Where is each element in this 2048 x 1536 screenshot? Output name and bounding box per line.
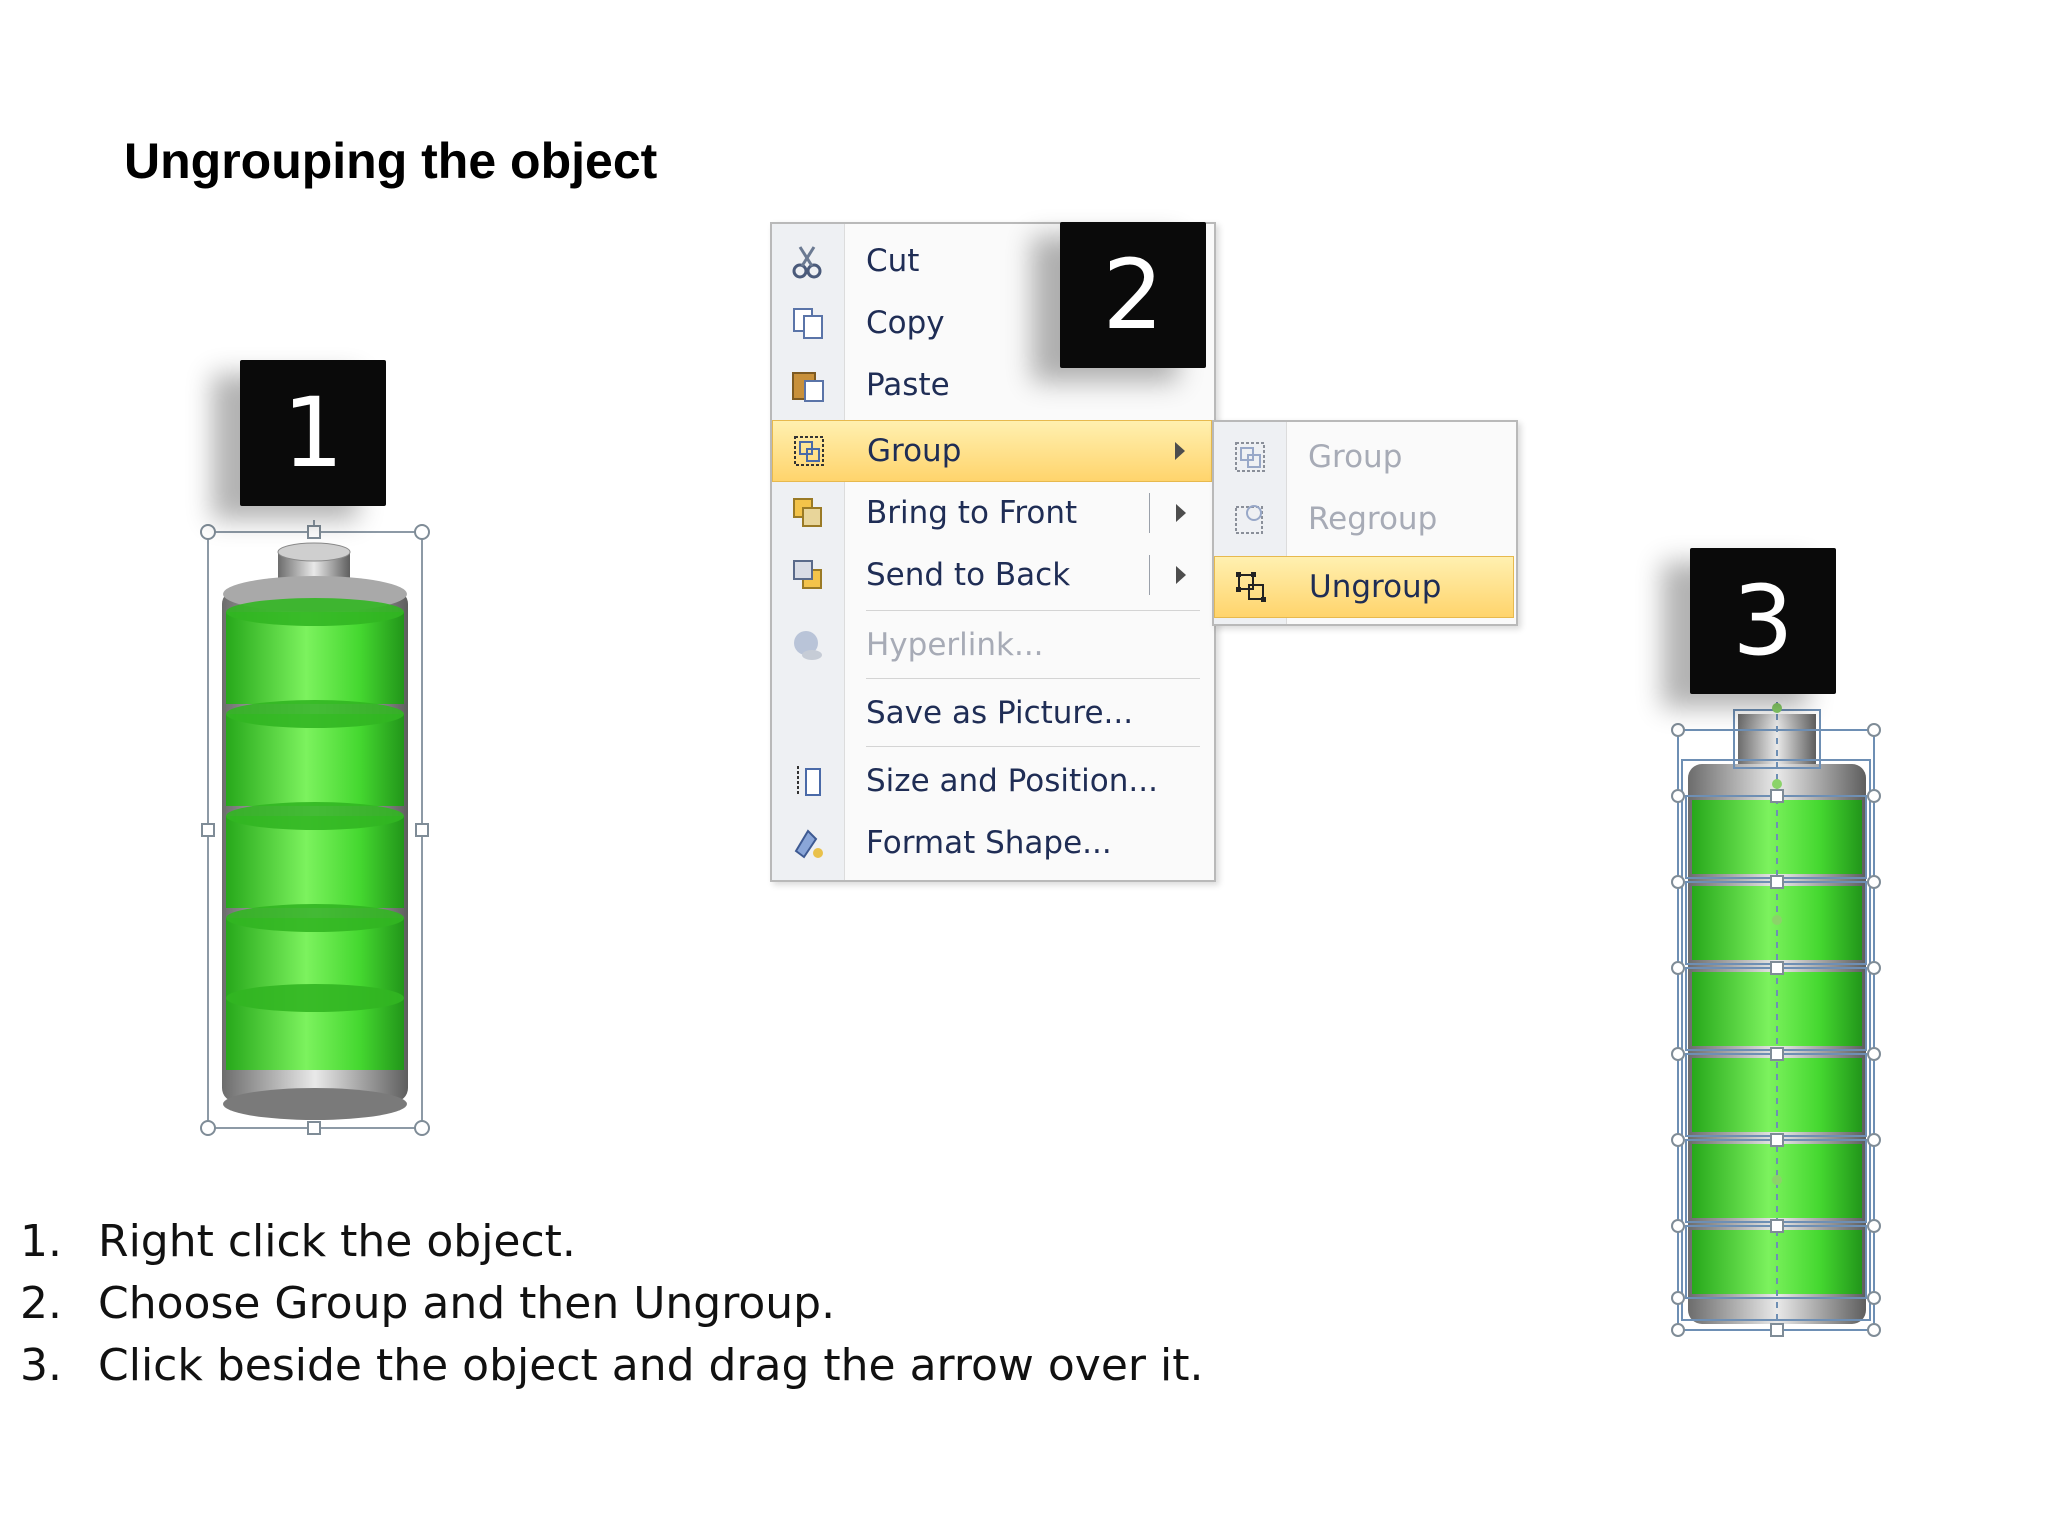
menu-item-label: Cut [866,243,920,279]
submenu-item-group: Group [1214,426,1514,488]
menu-item-bring-to-front[interactable]: Bring to Front [772,482,1212,544]
menu-item-format-shape[interactable]: Format Shape... [772,812,1212,874]
ungroup-icon [1215,569,1287,605]
step-number: 3. [20,1339,62,1391]
menu-item-paste[interactable]: Paste [772,354,1212,416]
step-text: Choose Group and then Ungroup. [98,1277,836,1329]
send-back-icon [772,557,844,593]
menu-item-save-as-picture[interactable]: Save as Picture... [772,682,1212,744]
instruction-step: 1. Right click the object. [20,1210,1203,1272]
menu-item-label: Send to Back [866,557,1071,593]
step-badge-2: 2 [1060,222,1206,368]
menu-item-label: Paste [866,367,950,403]
format-shape-icon [772,825,844,861]
submenu-arrow-icon[interactable] [1176,566,1186,584]
menu-item-label: Hyperlink... [866,627,1044,663]
hyperlink-icon [772,627,844,663]
bring-front-icon [772,495,844,531]
split-divider [1149,493,1150,533]
menu-item-label: Format Shape... [866,825,1112,861]
submenu-item-label: Group [1308,439,1403,475]
submenu-item-label: Regroup [1308,501,1438,537]
group-icon [1214,439,1286,475]
step-badge-3: 3 [1690,548,1836,694]
paste-icon [772,367,844,403]
menu-item-label: Copy [866,305,945,341]
context-menu: Cut Copy Paste Group Bring to Front Send… [770,222,1216,882]
slide-title: Ungrouping the object [124,133,658,189]
menu-item-cut[interactable]: Cut [772,230,1212,292]
step-badge-1: 1 [240,360,386,506]
scissors-icon [772,243,844,279]
size-position-icon [772,763,844,799]
step-text: Click beside the object and drag the arr… [98,1339,1204,1391]
menu-item-send-to-back[interactable]: Send to Back [772,544,1212,606]
menu-item-label: Group [867,433,962,469]
instruction-step: 3. Click beside the object and drag the … [20,1334,1203,1396]
copy-icon [772,305,844,341]
instruction-step: 2. Choose Group and then Ungroup. [20,1272,1203,1334]
menu-separator [866,610,1200,611]
menu-item-copy[interactable]: Copy [772,292,1212,354]
submenu-item-ungroup[interactable]: Ungroup [1214,556,1514,618]
split-divider [1149,555,1150,595]
menu-separator [866,746,1200,747]
menu-item-label: Bring to Front [866,495,1078,531]
step-text: Right click the object. [98,1215,576,1267]
menu-item-label: Size and Position... [866,763,1158,799]
regroup-icon [1214,501,1286,537]
battery-object-grouped[interactable] [196,520,436,1140]
menu-item-size-and-position[interactable]: Size and Position... [772,750,1212,812]
submenu-item-regroup: Regroup [1214,488,1514,550]
group-icon [773,433,845,469]
submenu-arrow-icon [1175,442,1185,460]
menu-item-label: Save as Picture... [866,695,1134,731]
menu-item-hyperlink: Hyperlink... [772,614,1212,676]
step-number: 2. [20,1277,62,1329]
step-number: 1. [20,1215,62,1267]
battery-object-ungrouped[interactable] [1668,700,1888,1340]
group-submenu: Group Regroup Ungroup [1212,420,1518,626]
menu-separator [866,678,1200,679]
submenu-arrow-icon[interactable] [1176,504,1186,522]
submenu-item-label: Ungroup [1309,569,1442,605]
menu-item-group[interactable]: Group [772,420,1212,482]
instruction-list: 1. Right click the object. 2. Choose Gro… [20,1210,1203,1396]
